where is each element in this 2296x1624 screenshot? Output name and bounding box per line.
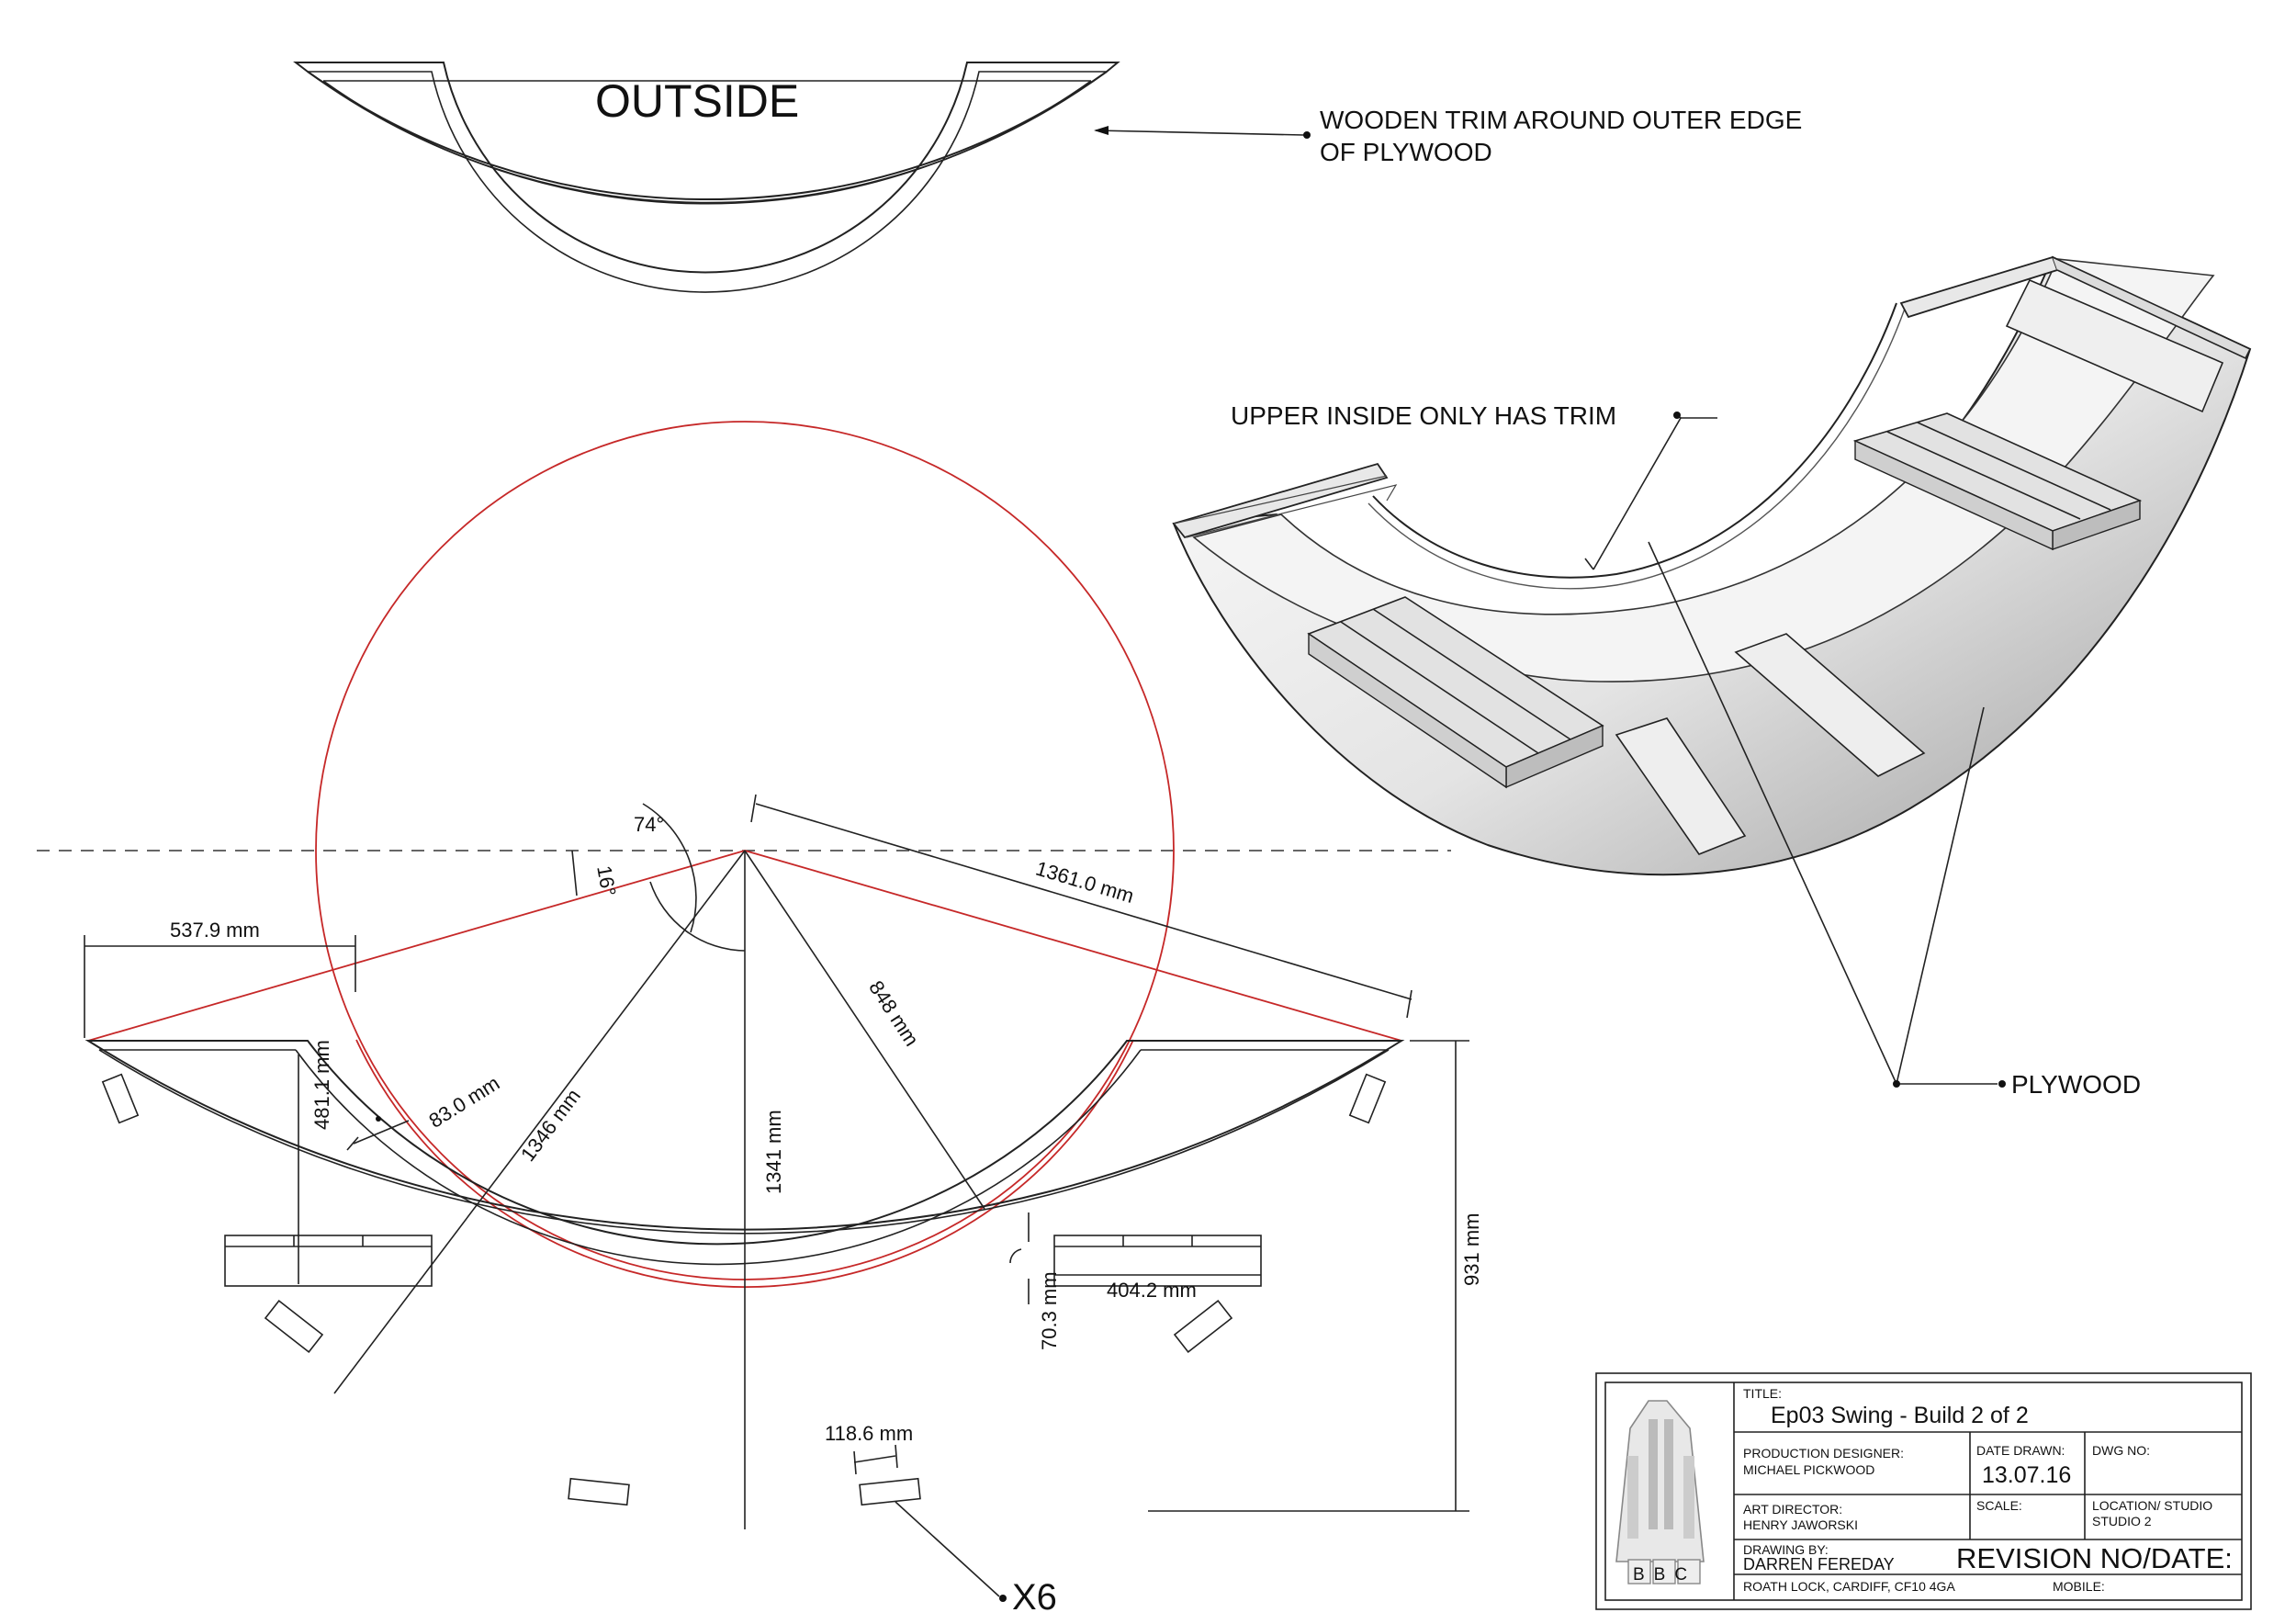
trim-block (264, 1299, 324, 1354)
isometric-view: UPPER INSIDE ONLY HAS TRIM PLYWOOD (1172, 255, 2252, 1099)
trim-block (1348, 1073, 1387, 1124)
dwg-no-label: DWG NO: (2092, 1443, 2150, 1458)
dim-total-height: 931 mm (1460, 1213, 1483, 1286)
dim-inner-radius: 848 mm (864, 976, 923, 1050)
production-designer-value: MICHAEL PICKWOOD (1743, 1462, 1874, 1477)
drawing-by-label: DRAWING BY: (1743, 1542, 1829, 1557)
outside-view: OUTSIDE (293, 62, 1120, 293)
dim-left-width: 537.9 mm (170, 919, 260, 942)
dim-angle-side: 16° (592, 863, 620, 897)
dim-block-width: 118.6 mm (825, 1422, 913, 1445)
dim-center-height: 1341 mm (762, 1110, 785, 1194)
dim-seat-gap: 70.3 mm (1038, 1271, 1061, 1350)
bbc-doctor-who-logo: BBC (1615, 1400, 1705, 1585)
mobile-label: MOBILE: (2053, 1579, 2105, 1594)
seat-left (224, 1235, 433, 1287)
scale-label: SCALE: (1976, 1498, 2022, 1513)
location-label: LOCATION/ STUDIO (2092, 1498, 2212, 1513)
title-block: BBC TITLE: Ep03 Swing - Build 2 of 2 PRO… (1595, 1372, 2252, 1610)
trim-block (859, 1477, 921, 1506)
art-director-label: ART DIRECTOR: (1743, 1502, 1842, 1517)
trim-block (568, 1477, 630, 1506)
dim-trim-width: 83.0 mm (424, 1071, 503, 1133)
count-label: X6 (1012, 1577, 1057, 1618)
dim-outer-radius: 1346 mm (516, 1085, 585, 1166)
date-drawn-label: DATE DRAWN: (1976, 1443, 2065, 1458)
date-drawn-value: 13.07.16 (1982, 1462, 2071, 1488)
location-value: STUDIO 2 (2092, 1514, 2152, 1528)
revision-label: REVISION NO/DATE: (1956, 1542, 2233, 1574)
upper-inside-label: UPPER INSIDE ONLY HAS TRIM (1231, 401, 1616, 430)
address: ROATH LOCK, CARDIFF, CF10 4GA (1743, 1579, 1955, 1594)
trim-block (1173, 1299, 1233, 1354)
trim-block (101, 1073, 140, 1124)
seat-right (1053, 1235, 1262, 1287)
logo-text: BBC (1633, 1565, 1696, 1585)
dim-overall-span: 1361.0 mm (1033, 857, 1137, 908)
side-view: 1361.0 mm 537.9 mm 74° 16° 1346 mm 848 m… (37, 421, 1483, 1618)
art-director-value: HENRY JAWORSKI (1743, 1517, 1858, 1532)
production-designer-label: PRODUCTION DESIGNER: (1743, 1446, 1904, 1460)
title-label: TITLE: (1743, 1386, 1782, 1401)
trim-note-line2: OF PLYWOOD (1320, 138, 1492, 166)
title-value: Ep03 Swing - Build 2 of 2 (1771, 1403, 2029, 1428)
plywood-label: PLYWOOD (2011, 1070, 2141, 1099)
dim-seat-width: 404.2 mm (1107, 1279, 1197, 1302)
outside-label: OUTSIDE (595, 75, 799, 127)
dim-angle-top: 74° (634, 813, 664, 836)
dim-seat-height: 481.1 mm (310, 1040, 333, 1130)
trim-note-line1: WOODEN TRIM AROUND OUTER EDGE (1320, 106, 1802, 134)
drawing-by-value: DARREN FEREDAY (1743, 1555, 1895, 1573)
trim-note: WOODEN TRIM AROUND OUTER EDGE OF PLYWOOD (1094, 106, 1802, 166)
